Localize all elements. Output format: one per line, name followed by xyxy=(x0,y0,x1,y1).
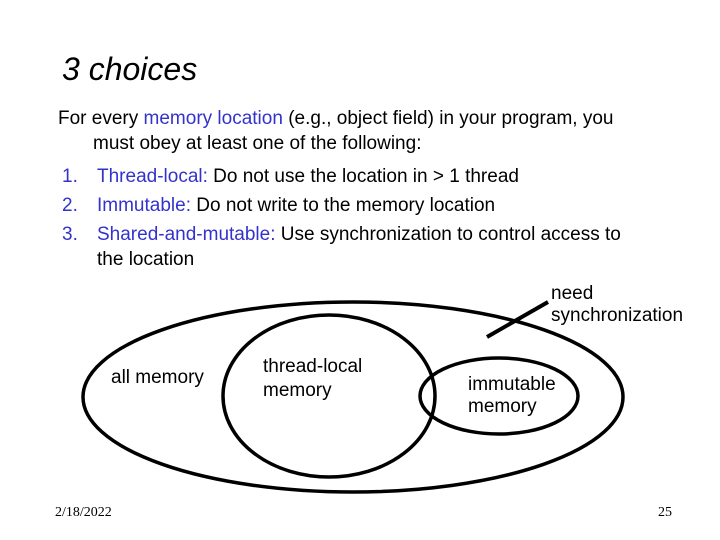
need-synchronization-pointer-line xyxy=(486,300,549,339)
immutable-memory-ellipse xyxy=(418,356,580,436)
intro-text-line2: must obey at least one of the following: xyxy=(93,133,422,154)
list-item-3-rest: Use synchronization to control access to xyxy=(280,224,621,245)
list-item-thread-local: 1. Thread-local: Do not use the location… xyxy=(62,164,682,189)
thread-local-memory-ellipse xyxy=(221,313,437,479)
list-item-2-term: Immutable: xyxy=(97,195,191,216)
list-item-1-term: Thread-local: xyxy=(97,166,208,187)
need-synchronization-label-line1: need xyxy=(551,283,593,304)
all-memory-label: all memory xyxy=(111,367,204,388)
list-number-1: 1. xyxy=(62,166,78,187)
list-item-3-rest-line2: the location xyxy=(97,249,195,270)
list-item-3-body: Shared-and-mutable: Use synchronization … xyxy=(97,222,682,272)
need-synchronization-label-line2: synchronization xyxy=(551,305,683,326)
list-item-3-term: Shared-and-mutable: xyxy=(97,224,276,245)
footer-date: 2/18/2022 xyxy=(55,505,112,520)
intro-text-post: (e.g., object field) in your program, yo… xyxy=(282,108,614,129)
immutable-label-line1: immutable xyxy=(468,374,556,395)
list-item-immutable: 2. Immutable: Do not write to the memory… xyxy=(62,193,682,218)
choices-list: 1. Thread-local: Do not use the location… xyxy=(62,164,682,276)
immutable-label-line2: memory xyxy=(468,396,537,417)
list-item-1-rest: Do not use the location in > 1 thread xyxy=(213,166,519,187)
intro-text-pre: For every xyxy=(58,108,144,129)
thread-local-label-line2: memory xyxy=(263,380,332,401)
thread-local-label-line1: thread-local xyxy=(263,356,362,377)
list-number-2: 2. xyxy=(62,195,78,216)
all-memory-ellipse xyxy=(81,300,625,494)
list-item-1-body: Thread-local: Do not use the location in… xyxy=(97,164,682,189)
intro-paragraph: For every memory location (e.g., object … xyxy=(58,106,720,156)
list-number-3: 3. xyxy=(62,224,78,245)
list-item-2-body: Immutable: Do not write to the memory lo… xyxy=(97,193,682,218)
intro-highlight-memory-location: memory location xyxy=(143,108,283,129)
list-item-2-rest: Do not write to the memory location xyxy=(196,195,496,216)
slide-title: 3 choices xyxy=(62,51,198,87)
list-item-shared-and-mutable: 3. Shared-and-mutable: Use synchronizati… xyxy=(62,222,682,272)
footer-page-number: 25 xyxy=(658,505,672,520)
